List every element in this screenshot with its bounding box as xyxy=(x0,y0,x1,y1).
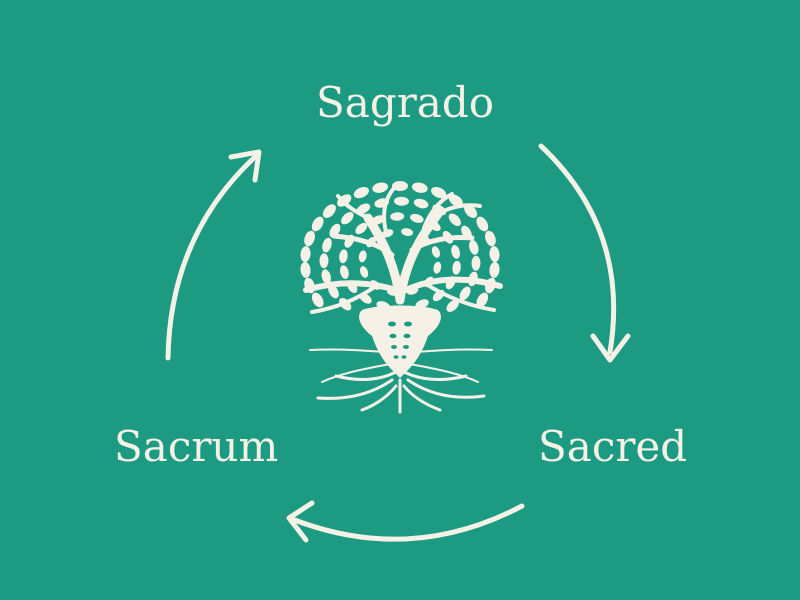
leaf xyxy=(452,260,461,275)
leaf xyxy=(442,230,454,244)
leaf xyxy=(304,277,315,294)
leaf xyxy=(415,299,429,309)
leaf xyxy=(485,230,496,247)
leaf xyxy=(366,236,377,248)
leaf xyxy=(392,181,408,191)
leaf xyxy=(413,198,429,209)
leaf xyxy=(311,216,324,232)
leaf xyxy=(489,246,500,263)
leaf xyxy=(445,276,456,290)
leaf xyxy=(360,266,369,278)
leaf xyxy=(394,196,409,206)
leaf xyxy=(341,212,354,225)
leaf xyxy=(353,186,369,199)
leaf xyxy=(451,245,460,259)
node-label-sacrum: Sacrum xyxy=(114,422,279,471)
leaf xyxy=(431,246,440,258)
leaf xyxy=(329,223,341,238)
leaf xyxy=(344,234,355,248)
leaf xyxy=(370,280,381,290)
leaf xyxy=(372,182,389,193)
leaf xyxy=(319,253,329,269)
leaf xyxy=(337,194,352,207)
leaf xyxy=(468,271,478,287)
leaf xyxy=(464,204,478,218)
leaf xyxy=(355,222,368,235)
leaf xyxy=(374,198,390,208)
node-label-sacred: Sacred xyxy=(538,422,688,471)
tree-of-life-sacrum-icon xyxy=(300,181,503,414)
leaf xyxy=(489,261,500,278)
leaf xyxy=(340,265,349,279)
leaf xyxy=(419,234,430,244)
node-label-sagrado: Sagrado xyxy=(316,78,494,127)
leaf xyxy=(358,250,367,263)
leaf xyxy=(433,261,442,274)
leaf xyxy=(446,299,459,312)
leaf xyxy=(448,194,463,207)
leaf xyxy=(300,246,311,263)
leaf xyxy=(346,280,358,294)
leaf xyxy=(376,301,391,311)
leaf xyxy=(304,230,315,247)
leaf xyxy=(339,297,352,311)
leaf xyxy=(321,269,331,284)
leaf xyxy=(432,204,447,216)
leaf xyxy=(432,289,445,302)
leaf xyxy=(423,276,434,288)
leaf xyxy=(359,292,372,304)
leaf xyxy=(411,182,428,193)
leaf xyxy=(328,284,339,299)
leaf xyxy=(356,203,371,215)
leaf xyxy=(485,277,496,294)
leaf xyxy=(401,228,414,236)
leaf xyxy=(311,292,324,308)
leaf xyxy=(381,229,394,238)
leaf xyxy=(428,220,441,232)
leaf xyxy=(471,255,481,271)
arrow-sacrum-to-sagrado xyxy=(165,149,262,361)
arrow-sacred-to-sacrum xyxy=(286,500,525,543)
leaf xyxy=(461,225,472,240)
leaf xyxy=(476,292,489,308)
leaf xyxy=(300,261,311,278)
leaf xyxy=(409,213,424,223)
leaf xyxy=(406,286,419,295)
leaf xyxy=(339,249,348,264)
leaf xyxy=(476,216,489,232)
leaf xyxy=(371,215,385,225)
arrow-sagrado-to-sacred xyxy=(538,143,631,363)
leaf xyxy=(390,212,405,221)
leaf xyxy=(322,237,332,253)
leaf xyxy=(469,240,479,255)
leaf xyxy=(322,204,336,218)
leaf xyxy=(431,186,447,199)
leaf xyxy=(448,213,461,227)
leaf xyxy=(386,288,399,296)
leaf xyxy=(459,286,471,301)
